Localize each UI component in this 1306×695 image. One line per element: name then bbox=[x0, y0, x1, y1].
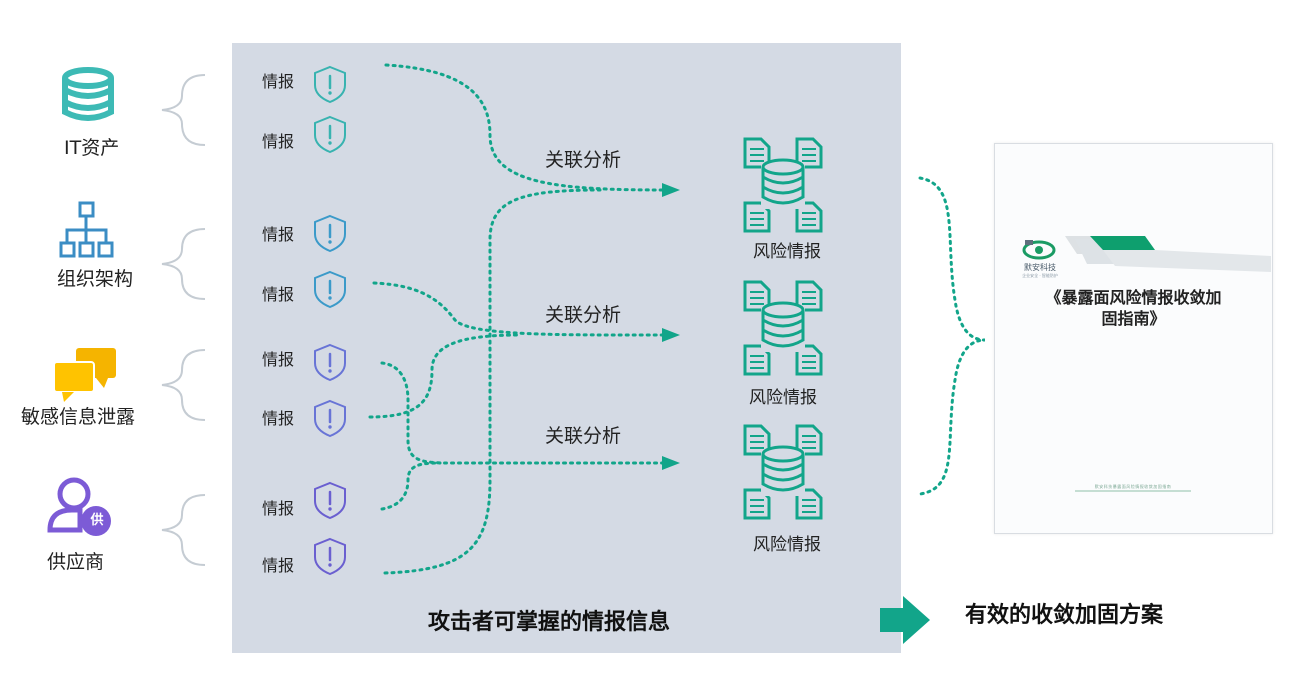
guide-document[interactable]: 默安科技 企业安全 · 智能防护 《暴露面风险情报收敛加 固指南》 默安科技暴露… bbox=[994, 143, 1273, 534]
intel-label: 情报 bbox=[262, 409, 295, 428]
shield-alert-icon bbox=[314, 65, 346, 104]
risk-intel-database-icon bbox=[743, 137, 823, 233]
category-label-org: 组织架构 bbox=[57, 268, 134, 290]
category-label-leak: 敏感信息泄露 bbox=[21, 406, 136, 428]
analysis-label: 关联分析 bbox=[545, 304, 622, 326]
panel-caption: 攻击者可掌握的情报信息 bbox=[428, 610, 671, 635]
category-label-it: IT资产 bbox=[64, 137, 120, 159]
guide-cover-art bbox=[1022, 236, 1271, 492]
shield-alert-icon bbox=[314, 214, 346, 253]
risk-label: 风险情报 bbox=[753, 242, 821, 262]
result-caption: 有效的收敛加固方案 bbox=[965, 603, 1164, 628]
shield-alert-icon bbox=[314, 270, 346, 309]
brand-logo-icon bbox=[1022, 240, 1056, 260]
guide-brand-sub: 企业安全 · 智能防护 bbox=[1022, 273, 1058, 278]
intel-label: 情报 bbox=[262, 350, 295, 369]
shield-alert-icon bbox=[314, 115, 346, 154]
category-label-supplier: 供应商 bbox=[47, 551, 105, 573]
guide-title-line2: 固指南》 bbox=[1101, 309, 1166, 328]
intel-label: 情报 bbox=[262, 556, 295, 575]
intel-label: 情报 bbox=[262, 225, 295, 244]
risk-label: 风险情报 bbox=[749, 388, 817, 408]
shield-alert-icon bbox=[314, 399, 346, 438]
intel-label: 情报 bbox=[262, 132, 295, 151]
risk-label: 风险情报 bbox=[753, 535, 821, 555]
intel-label: 情报 bbox=[262, 285, 295, 304]
risk-intel-database-icon bbox=[743, 280, 823, 376]
shield-alert-icon bbox=[314, 537, 346, 576]
shield-alert-icon bbox=[314, 481, 346, 520]
supplier-badge-glyph: 供 bbox=[90, 513, 104, 528]
intel-label: 情报 bbox=[262, 72, 295, 91]
guide-title-line1: 《暴露面风险情报收敛加 bbox=[1045, 288, 1222, 307]
analysis-label: 关联分析 bbox=[545, 425, 622, 447]
guide-brand: 默安科技 bbox=[1024, 263, 1056, 272]
analysis-label: 关联分析 bbox=[545, 149, 622, 171]
risk-intel-database-icon bbox=[743, 424, 823, 520]
shield-alert-icon bbox=[314, 343, 346, 382]
intel-label: 情报 bbox=[262, 499, 295, 518]
guide-footer: 默安科技暴露面风险情报收敛加固指南 bbox=[1094, 484, 1172, 489]
